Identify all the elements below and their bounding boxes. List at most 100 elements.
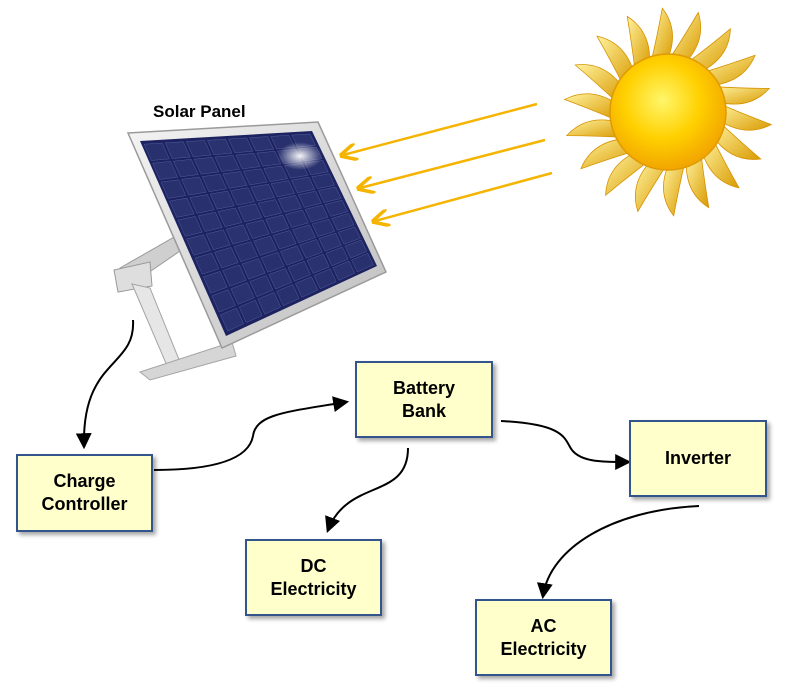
panel-cell (194, 252, 220, 275)
panel-cell (235, 153, 261, 170)
panel-cell (253, 235, 278, 256)
panel-cell (257, 292, 281, 315)
connector-panel-to-controller (75, 319, 135, 450)
panel-cell (338, 226, 361, 245)
sun-ray-shape (650, 7, 673, 64)
panel-cell (225, 224, 250, 245)
panel-cell (265, 214, 290, 234)
sun-ray-shape (712, 86, 771, 105)
panel-cell (257, 199, 282, 218)
sunlight-ray (343, 102, 538, 155)
ac-electricity-label: AC Electricity (500, 615, 587, 659)
panel-cell (228, 137, 254, 154)
panel-cell (318, 186, 342, 203)
connector-battery-to-dc (325, 447, 409, 533)
panel-cell (214, 155, 240, 172)
panel-cell (332, 260, 355, 281)
panel-cell (173, 159, 199, 178)
panel-cell (272, 230, 297, 250)
sunlight-ray (360, 138, 546, 188)
charge-controller-node: Charge Controller (16, 454, 153, 532)
sun-ray-shape (663, 160, 686, 217)
inverter-label: Inverter (664, 448, 732, 468)
sun-ray-shape (626, 15, 650, 73)
panel-cell (181, 176, 207, 196)
sunlight-rays (343, 102, 553, 221)
panel-cell (193, 157, 220, 175)
panel-cell (220, 307, 244, 332)
panel-cell (245, 219, 270, 239)
sun-ray-shape (563, 93, 618, 121)
connector-inverter-to-ac (536, 505, 700, 600)
panel-cell (201, 174, 227, 192)
panel-cell (185, 140, 212, 157)
panel-cell (292, 224, 316, 244)
ac-electricity-node: AC Electricity (475, 599, 612, 676)
panel-cell (203, 271, 228, 294)
sun-ray-shape (718, 103, 773, 131)
panel-cell (298, 190, 322, 208)
panel-cell (243, 168, 268, 186)
panel-cell (306, 253, 330, 274)
panel-cell (217, 207, 243, 227)
panel-cell (233, 241, 258, 262)
sun-ray-shape (668, 11, 702, 64)
panel-cell (291, 176, 315, 194)
panel-cell (280, 245, 304, 266)
panel-cell (311, 173, 335, 189)
panel-cell (278, 195, 302, 213)
panel-cell (313, 268, 337, 290)
sun-ray-shape (634, 160, 668, 213)
panel-cell (164, 141, 191, 159)
panel-cell (249, 275, 274, 297)
panel-cell (276, 284, 300, 306)
sun-ray-shape (565, 119, 624, 138)
panel-cell (270, 180, 295, 198)
sun-ray-shape (712, 121, 762, 160)
panel-cell (299, 239, 323, 259)
panel-cell (324, 200, 348, 217)
panel-cell (295, 276, 318, 298)
panel-cell (230, 187, 255, 206)
panel-cell (160, 179, 187, 199)
panel-cell (256, 151, 281, 167)
panel-cell (261, 252, 285, 273)
panel-cell (169, 197, 195, 218)
solar-panel-icon (113, 121, 387, 381)
panel-cell (209, 190, 235, 210)
panel-cell (304, 204, 329, 223)
panel-cell (189, 194, 215, 214)
panel-cell (186, 234, 211, 256)
dc-electricity-label: DC Electricity (270, 555, 357, 599)
dc-electricity-node: DC Electricity (245, 539, 382, 616)
sun-ray-shape (686, 151, 710, 209)
panel-cell (325, 246, 349, 267)
inverter-node: Inverter (629, 420, 767, 497)
sun-ray-shape (685, 27, 731, 73)
connector-battery-to-inverter (500, 420, 632, 470)
charge-controller-label: Charge Controller (41, 471, 128, 514)
panel-cell (287, 261, 311, 282)
panel-cell (237, 203, 263, 223)
panel-cell (211, 289, 236, 313)
panel-cell (285, 209, 309, 228)
panel-cell (263, 165, 288, 182)
panel-cell (238, 299, 263, 323)
sunlight-ray (375, 171, 553, 221)
panel-cell (214, 247, 239, 269)
panel-cell (249, 136, 275, 152)
sun-ray-shape (574, 64, 624, 103)
panel-cell (177, 216, 203, 237)
panel-cell (311, 218, 335, 237)
panel-cell (268, 268, 292, 290)
sun-ray-shape (605, 151, 651, 197)
panel-cell (152, 161, 178, 180)
panel-cell (250, 183, 275, 202)
panel-cell (241, 258, 266, 280)
panel-cell (351, 253, 374, 273)
panel-cell (318, 232, 342, 252)
panel-cell (222, 171, 248, 189)
panel-cell (206, 229, 231, 250)
panel-cell (207, 138, 233, 156)
